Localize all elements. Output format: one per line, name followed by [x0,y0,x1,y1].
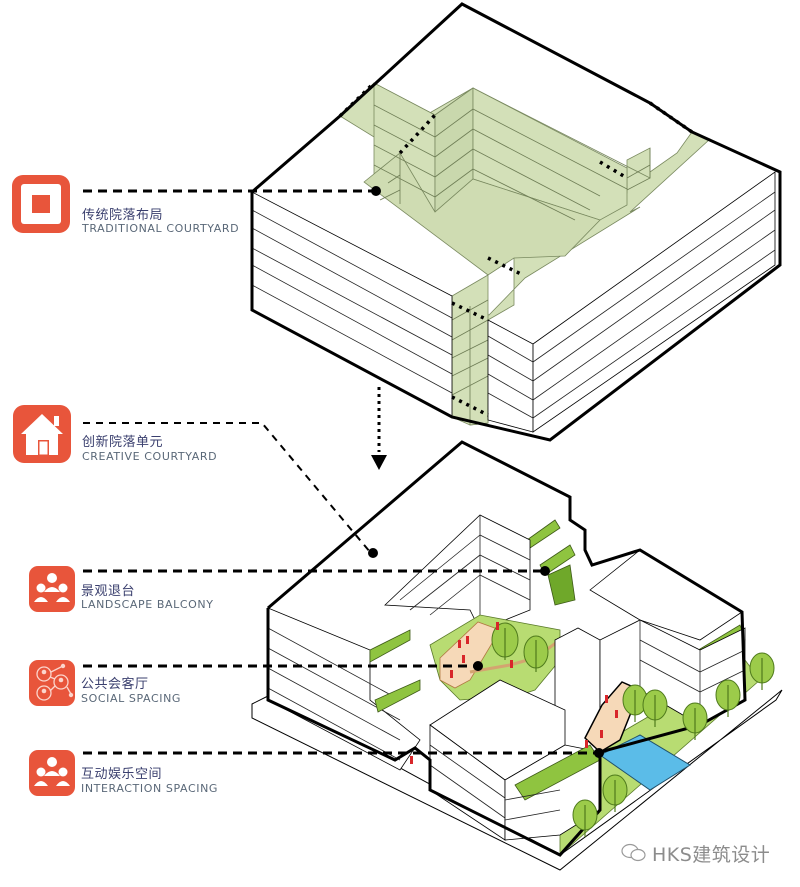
person-icon [450,670,453,678]
courtyard-wall-right [472,87,628,221]
legend-label-zh: 景观退台 [81,584,136,599]
tree-icon [715,679,741,717]
tree-icon [491,622,519,660]
terrace-green-1 [369,629,411,663]
social-network-icon [29,660,75,706]
down-arrow-icon [371,387,387,470]
courtyard-deck [439,621,501,689]
tree-icon [572,799,598,837]
person-icon [585,740,588,748]
courtyard-square-icon [12,175,70,233]
people-group-icon [29,750,75,796]
legend-label-zh: 公共会客厅 [81,677,149,692]
person-icon [462,655,465,663]
people-group-icon [29,566,75,612]
person-icon [510,660,513,668]
legend-label-zh: 传统院落布局 [82,208,164,223]
legend-label-en: SOCIAL SPACING [81,692,182,705]
anchor-dot [473,661,483,671]
big-block-roof [268,442,570,650]
leader-lines [83,189,599,755]
terrace-green-2 [374,679,421,713]
person-icon [600,730,603,738]
tree-icon [642,689,668,727]
legend-label-en: INTERACTION SPACING [81,782,219,795]
person-icon [410,756,413,764]
legend-label-en: CREATIVE COURTYARD [82,450,218,463]
house-icon [13,405,71,463]
water-pool [599,734,691,791]
right-block-roof [589,549,743,641]
bottom-model-outline [266,440,747,857]
courtyard-floor [363,152,601,276]
tree-icon [749,652,775,690]
terrace-green-5 [547,564,576,606]
leader-dots [368,186,604,758]
tree-icon [523,635,549,672]
wechat-icon [621,843,646,862]
leader-creative [83,422,371,553]
person-icon [496,622,499,630]
person-icon [615,710,618,718]
traditional-courtyard-model [250,2,782,442]
legend-label-en: LANDSCAPE BALCONY [81,598,214,611]
legend-label-zh: 创新院落单元 [82,435,164,450]
anchor-dot [594,748,604,758]
watermark-text: HKS建筑设计 [652,844,771,866]
anchor-dot [368,548,378,558]
top-model-outline [250,2,782,442]
anchor-dot [540,566,550,576]
tree-icons [491,622,775,837]
person-icon [605,695,608,703]
tree-icon [602,774,628,812]
legend-label-en: TRADITIONAL COURTYARD [82,222,240,235]
legend-label-zh: 互动娱乐空间 [81,767,163,782]
people-icons [410,622,618,764]
anchor-dot [371,186,381,196]
tree-icon [682,702,708,740]
person-icon [466,636,469,644]
person-icon [458,640,461,648]
